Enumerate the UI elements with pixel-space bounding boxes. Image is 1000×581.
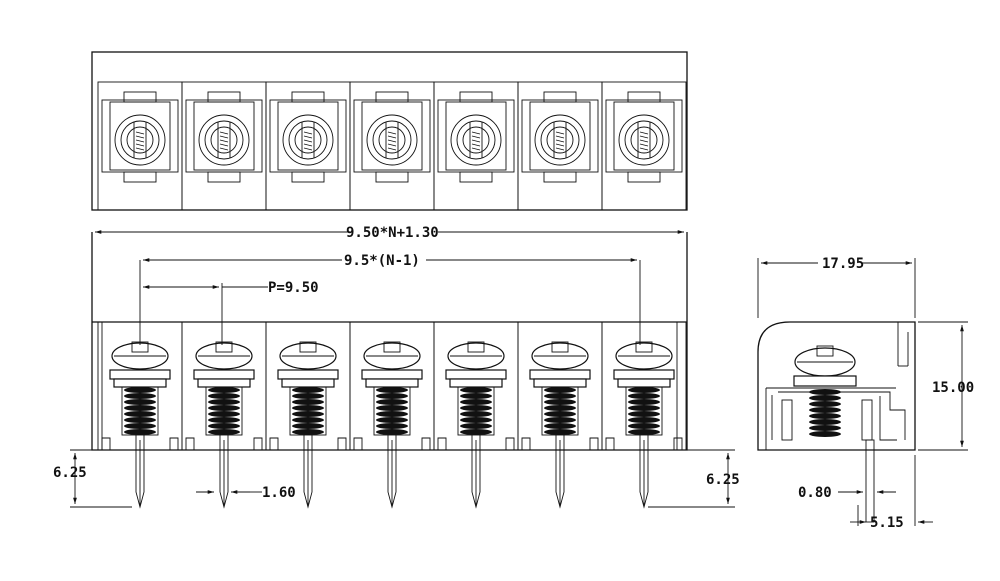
- side-depth-label: 17.95: [822, 256, 864, 272]
- side-view: [757, 321, 916, 523]
- front-view-pins: [97, 321, 687, 509]
- top-cell: [97, 81, 183, 211]
- side-dimensions: 17.95 15.00 0.80 5.15: [757, 256, 974, 531]
- front-dimensions: 9.50*N+1.30 9.5*(N-1) P=9.50 6.25 1.60 6…: [53, 225, 740, 508]
- side-view-body: [757, 321, 916, 451]
- pin-span-label: 9.5*(N-1): [344, 253, 420, 269]
- overall-length-label: 9.50*N+1.30: [346, 225, 439, 241]
- side-pin-thickness-label: 0.80: [798, 485, 832, 501]
- top-cell: [433, 81, 519, 211]
- front-pin: [517, 321, 603, 509]
- front-pin: [601, 321, 687, 509]
- pin-length-left-label: 6.25: [53, 465, 87, 481]
- pitch-label: P=9.50: [268, 280, 319, 296]
- front-pin: [181, 321, 267, 509]
- top-cell: [265, 81, 351, 211]
- top-cell: [601, 81, 687, 211]
- top-view: [91, 51, 688, 211]
- side-height-label: 15.00: [932, 380, 974, 396]
- front-pin: [265, 321, 351, 509]
- top-cell: [517, 81, 603, 211]
- pin-width-label: 1.60: [262, 485, 296, 501]
- front-pin: [349, 321, 435, 509]
- side-screw-thread: [809, 389, 841, 437]
- side-view-pin: [865, 439, 875, 523]
- front-pin: [433, 321, 519, 509]
- top-cell: [349, 81, 435, 211]
- pin-length-right-label: 6.25: [706, 472, 740, 488]
- front-view: [91, 232, 688, 509]
- top-view-cells: [97, 81, 687, 211]
- side-pin-offset-label: 5.15: [870, 515, 904, 531]
- top-cell: [181, 81, 267, 211]
- front-pin: [97, 321, 183, 509]
